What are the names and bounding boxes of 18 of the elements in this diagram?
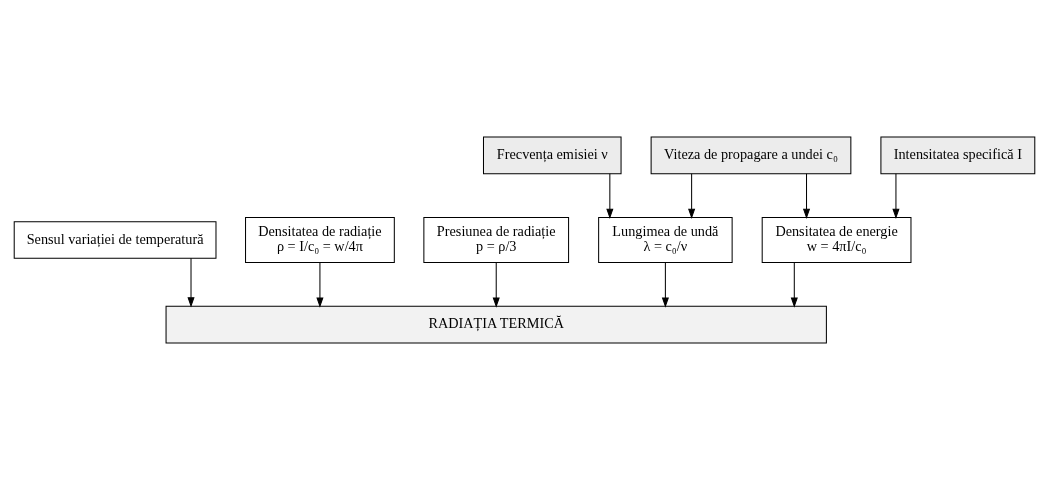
arrow bbox=[492, 262, 500, 308]
node-box: Viteza de propagare a undei c₀ bbox=[650, 136, 852, 175]
arrow bbox=[688, 173, 696, 219]
arrow bbox=[790, 262, 798, 308]
node-box: Densitatea de radiație ρ = I/c₀ = w/4π bbox=[245, 217, 395, 263]
arrow bbox=[316, 262, 324, 308]
node-box: Sensul variației de temperatură bbox=[13, 221, 217, 259]
node-box: Intensitatea specifică I bbox=[880, 136, 1036, 175]
arrow bbox=[606, 173, 614, 219]
arrow bbox=[892, 173, 900, 219]
node-box: Frecvența emisiei ν bbox=[482, 136, 622, 175]
node-box: Lungimea de undă λ = c₀/ν bbox=[598, 217, 733, 263]
node-box: Densitatea de energie w = 4πI/c₀ bbox=[761, 217, 912, 263]
node-box: RADIAȚIA TERMICĂ bbox=[165, 305, 827, 344]
arrow bbox=[187, 257, 195, 308]
node-box: Presiunea de radiație p = ρ/3 bbox=[423, 217, 570, 263]
arrow bbox=[802, 173, 811, 219]
arrow bbox=[661, 262, 669, 308]
